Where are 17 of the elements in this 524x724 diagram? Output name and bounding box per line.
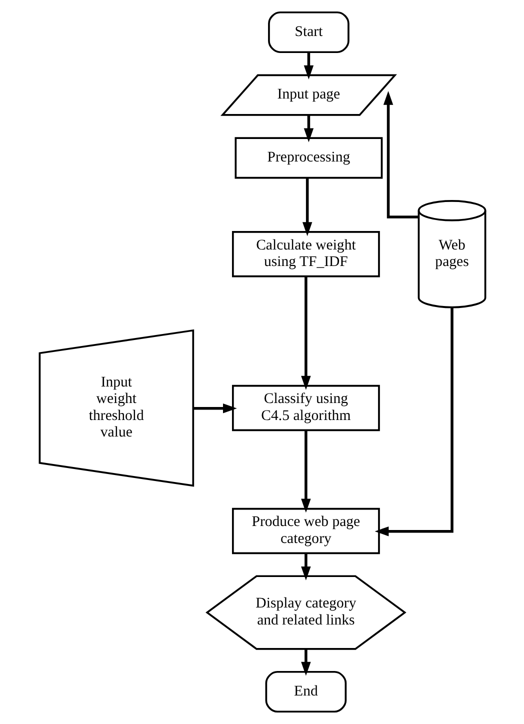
- node-box: End: [264, 670, 346, 713]
- arrow: [300, 430, 310, 513]
- node-box: Input weight threshold value: [38, 329, 194, 487]
- node-box: Start: [268, 11, 349, 54]
- arrow: [303, 52, 314, 80]
- arrow: [303, 115, 314, 142]
- arrow: [374, 308, 453, 536]
- arrow: [302, 178, 312, 236]
- node-box: Preprocessing: [234, 137, 382, 179]
- arrow: [382, 90, 418, 218]
- node-box: Classify using C4.5 algorithm: [231, 384, 380, 432]
- arrow: [300, 648, 310, 676]
- arrow: [300, 276, 310, 390]
- node-box: Produce web page category: [231, 508, 380, 554]
- arrow: [192, 404, 236, 414]
- node-box: Calculate weight using TF_IDF: [231, 231, 380, 278]
- arrow: [300, 553, 310, 580]
